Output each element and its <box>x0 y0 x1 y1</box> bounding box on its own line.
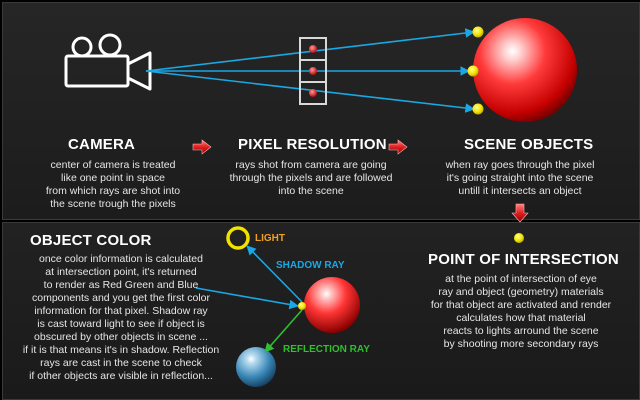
point-of-intersection-title: POINT OF INTERSECTION <box>428 251 619 268</box>
pixel-resolution-title: PIXEL RESOLUTION <box>238 136 387 153</box>
object-color-title: OBJECT COLOR <box>30 232 152 249</box>
shadow-ray-label: SHADOW RAY <box>276 260 345 271</box>
hit-points <box>467 26 484 115</box>
secondary-hit-point <box>298 302 306 310</box>
camera-icon <box>64 33 152 91</box>
red-sphere-small <box>304 277 360 333</box>
blue-sphere <box>236 347 276 387</box>
camera-title: CAMERA <box>68 136 136 153</box>
intersection-point-icon <box>514 233 524 243</box>
point-of-intersection-text: at the point of intersection of eye ray … <box>430 273 612 350</box>
camera-text: center of camera is treated like one poi… <box>45 159 181 210</box>
shadow-ray <box>246 245 303 303</box>
light-icon <box>226 226 250 250</box>
object-color-text: once color information is calculated at … <box>22 253 220 382</box>
reflection-ray-label: REFLECTION RAY <box>283 344 370 355</box>
scene-objects-title: SCENE OBJECTS <box>464 136 594 153</box>
reflection-ray <box>264 309 303 353</box>
eye-ray <box>195 287 299 310</box>
pixel-resolution-text: rays shot from camera are going through … <box>229 159 393 197</box>
scene-objects-text: when ray goes through the pixel it's goi… <box>445 159 595 197</box>
pixel-grid-icon <box>299 37 327 105</box>
red-sphere <box>473 18 577 122</box>
flow-arrows <box>192 139 529 223</box>
light-label: LIGHT <box>255 233 285 244</box>
